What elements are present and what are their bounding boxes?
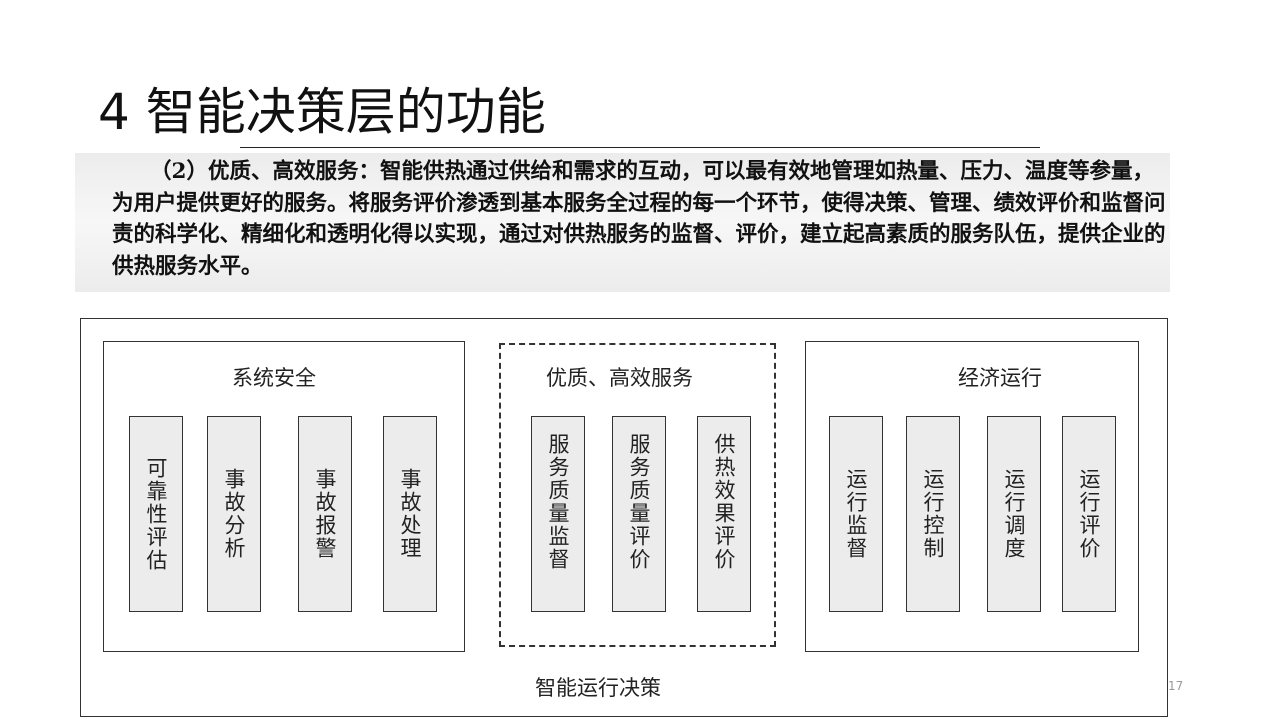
- item-box: 事故分析: [207, 416, 261, 612]
- slide-title: 4 智能决策层的功能: [98, 83, 546, 141]
- item-label: 事故处理: [398, 468, 422, 560]
- item-box: 事故处理: [383, 416, 437, 612]
- group-title: 优质、高效服务: [546, 366, 693, 390]
- item-label: 事故报警: [313, 468, 337, 560]
- item-box: 事故报警: [298, 416, 352, 612]
- page-number: 17: [1168, 679, 1184, 693]
- item-box: 供热效果评价: [697, 416, 751, 612]
- item-label: 服务质量评价: [627, 433, 651, 571]
- decision-diagram-frame: [80, 318, 1168, 717]
- item-box: 可靠性评估: [129, 416, 183, 612]
- item-label: 供热效果评价: [712, 433, 736, 571]
- group-economic-operation: [805, 341, 1139, 652]
- item-box: 运行调度: [987, 416, 1041, 612]
- body-paragraph: （2）优质、高效服务：智能供热通过供给和需求的互动，可以最有效地管理如热量、压力…: [112, 159, 1166, 279]
- group-quality-service: [499, 343, 776, 647]
- group-title: 经济运行: [958, 366, 1042, 390]
- group-title: 系统安全: [232, 366, 316, 390]
- item-label: 运行监督: [844, 468, 868, 560]
- item-box: 运行监督: [829, 416, 883, 612]
- item-label: 运行控制: [921, 468, 945, 560]
- item-box: 服务质量监督: [531, 416, 585, 612]
- item-label: 运行评价: [1077, 468, 1101, 560]
- item-box: 服务质量评价: [612, 416, 666, 612]
- paragraph-background: [75, 153, 1170, 292]
- item-label: 可靠性评估: [144, 456, 168, 572]
- title-divider: [240, 147, 1040, 148]
- item-label: 服务质量监督: [546, 433, 570, 571]
- item-label: 事故分析: [222, 468, 246, 560]
- item-label: 运行调度: [1002, 468, 1026, 560]
- group-system-safety: [103, 341, 465, 652]
- item-box: 运行控制: [906, 416, 960, 612]
- diagram-caption: 智能运行决策: [535, 676, 661, 700]
- item-box: 运行评价: [1062, 416, 1116, 612]
